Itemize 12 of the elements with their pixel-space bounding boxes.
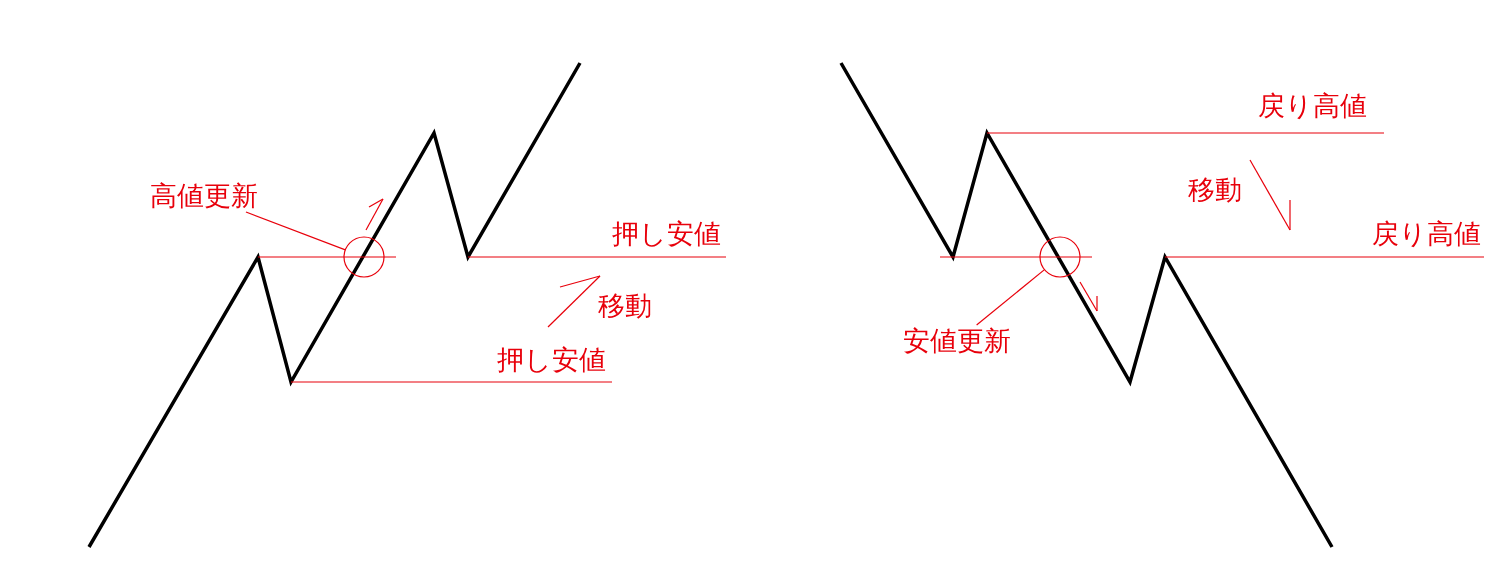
callout-text: 安値更新 bbox=[903, 325, 1011, 357]
annotation-text: 戻り高値 bbox=[1258, 90, 1367, 122]
annotation-text: 戻り高値 bbox=[1372, 218, 1481, 250]
annotation-text: 押し安値 bbox=[497, 344, 606, 376]
highlight-circle bbox=[342, 235, 386, 279]
leader-line bbox=[976, 269, 1046, 326]
annotation-text: 移動 bbox=[598, 290, 652, 322]
highlight-circle bbox=[1038, 235, 1082, 279]
annotation-text: 押し安値 bbox=[612, 218, 721, 250]
leader-line bbox=[245, 211, 346, 251]
callout-text: 高値更新 bbox=[150, 180, 258, 212]
annotation-text: 移動 bbox=[1188, 174, 1242, 206]
